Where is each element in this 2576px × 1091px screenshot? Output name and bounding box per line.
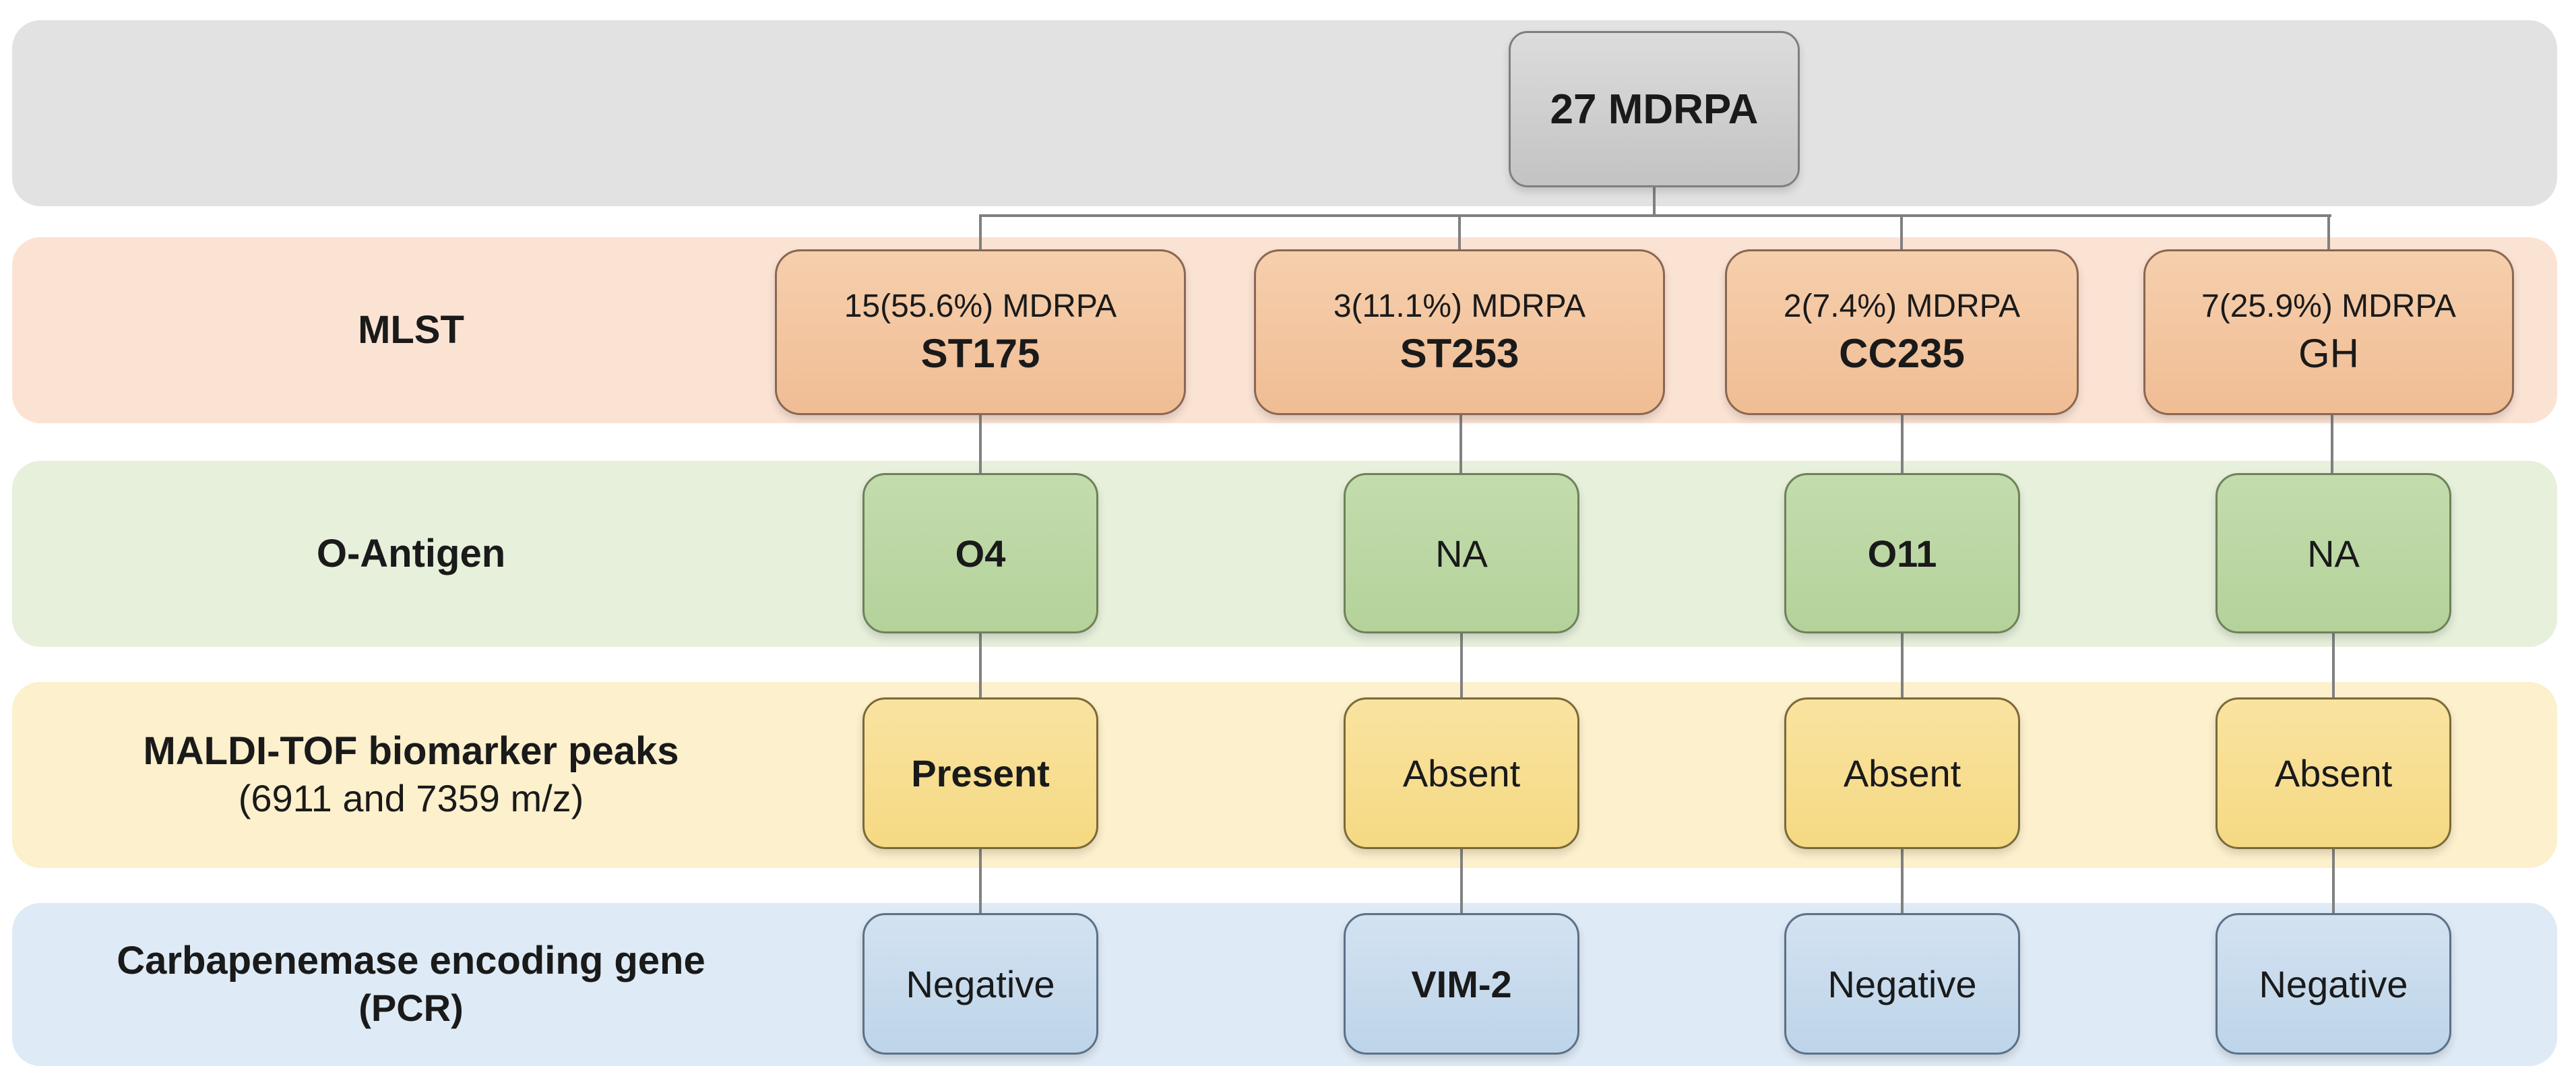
connector-col1-row2 — [979, 414, 982, 474]
node-o-antigen-col4: NA — [2216, 473, 2451, 633]
row-label-mlst: MLST — [27, 237, 795, 423]
o-antigen-value: NA — [2307, 532, 2360, 575]
pcr-value: Negative — [906, 962, 1055, 1005]
node-mlst-col4: 7(25.9%) MDRPA GH — [2143, 249, 2514, 415]
o-antigen-value: O4 — [955, 532, 1006, 575]
row-label-pcr: Carbapenemase encoding gene (PCR) — [27, 903, 795, 1066]
pcr-value: Negative — [1827, 962, 1977, 1005]
o-antigen-value: O11 — [1867, 532, 1937, 575]
node-mlst-col1: 15(55.6%) MDRPA ST175 — [775, 249, 1186, 415]
row-label-maldi: MALDI-TOF biomarker peaks (6911 and 7359… — [27, 682, 795, 868]
band-pcr — [12, 903, 2557, 1066]
maldi-value: Absent — [1402, 752, 1521, 794]
row-label-maldi-line2: (6911 and 7359 m/z) — [238, 777, 584, 820]
connector-col4-row4 — [2332, 848, 2335, 914]
mlst-count: 3(11.1%) MDRPA — [1333, 288, 1586, 324]
node-pcr-col3: Negative — [1784, 913, 2020, 1055]
node-pcr-col1: Negative — [862, 913, 1098, 1055]
node-o-antigen-col1: O4 — [862, 473, 1098, 633]
row-label-pcr-line1: Carbapenemase encoding gene — [117, 939, 705, 983]
node-o-antigen-col3: O11 — [1784, 473, 2020, 633]
mlst-count: 2(7.4%) MDRPA — [1783, 288, 2021, 324]
connector-col3-row3 — [1901, 632, 1904, 699]
connector-col4-row3 — [2332, 632, 2335, 699]
node-maldi-col1: Present — [862, 697, 1098, 849]
connector-col2-row2 — [1459, 414, 1462, 474]
node-mlst-col2: 3(11.1%) MDRPA ST253 — [1254, 249, 1665, 415]
mlst-type: ST175 — [920, 331, 1040, 376]
node-pcr-col4: Negative — [2216, 913, 2451, 1055]
band-root — [12, 20, 2557, 206]
row-label-mlst-text: MLST — [358, 307, 464, 352]
connector-col1-row3 — [979, 632, 982, 699]
maldi-value: Present — [911, 752, 1050, 794]
o-antigen-value: NA — [1435, 532, 1488, 575]
node-root-label: 27 MDRPA — [1550, 86, 1759, 133]
node-pcr-col2: VIM-2 — [1344, 913, 1579, 1055]
connector-col2-row4 — [1460, 848, 1463, 914]
node-maldi-col2: Absent — [1344, 697, 1579, 849]
pcr-value: Negative — [2259, 962, 2408, 1005]
connector-col3-row2 — [1901, 414, 1904, 474]
row-label-o-antigen-text: O-Antigen — [316, 531, 506, 575]
node-o-antigen-col2: NA — [1344, 473, 1579, 633]
connector-branch-line — [979, 214, 2331, 217]
band-o-antigen — [12, 461, 2557, 647]
pcr-value: VIM-2 — [1411, 962, 1512, 1005]
mlst-count: 7(25.9%) MDRPA — [2201, 288, 2456, 324]
node-mlst-col3: 2(7.4%) MDRPA CC235 — [1725, 249, 2079, 415]
mlst-count: 15(55.6%) MDRPA — [844, 288, 1117, 324]
mlst-type: ST253 — [1400, 331, 1519, 376]
connector-drop-col2 — [1458, 216, 1461, 251]
connector-drop-col4 — [2327, 216, 2330, 251]
band-maldi — [12, 682, 2557, 868]
connector-drop-col1 — [979, 216, 982, 251]
mlst-type: GH — [2298, 331, 2359, 376]
connector-col2-row3 — [1460, 632, 1463, 699]
node-maldi-col3: Absent — [1784, 697, 2020, 849]
connector-col3-row4 — [1901, 848, 1904, 914]
connector-drop-col3 — [1900, 216, 1903, 251]
connector-col4-row2 — [2331, 414, 2333, 474]
node-maldi-col4: Absent — [2216, 697, 2451, 849]
row-label-pcr-line2: (PCR) — [358, 987, 464, 1030]
row-label-o-antigen: O-Antigen — [27, 461, 795, 647]
row-label-maldi-line1: MALDI-TOF biomarker peaks — [143, 729, 679, 774]
connector-root-stub — [1653, 187, 1656, 216]
mlst-type: CC235 — [1839, 331, 1965, 376]
maldi-value: Absent — [2274, 752, 2393, 794]
maldi-value: Absent — [1843, 752, 1961, 794]
connector-col1-row4 — [979, 848, 982, 914]
node-root-27-mdrpa: 27 MDRPA — [1509, 31, 1800, 187]
